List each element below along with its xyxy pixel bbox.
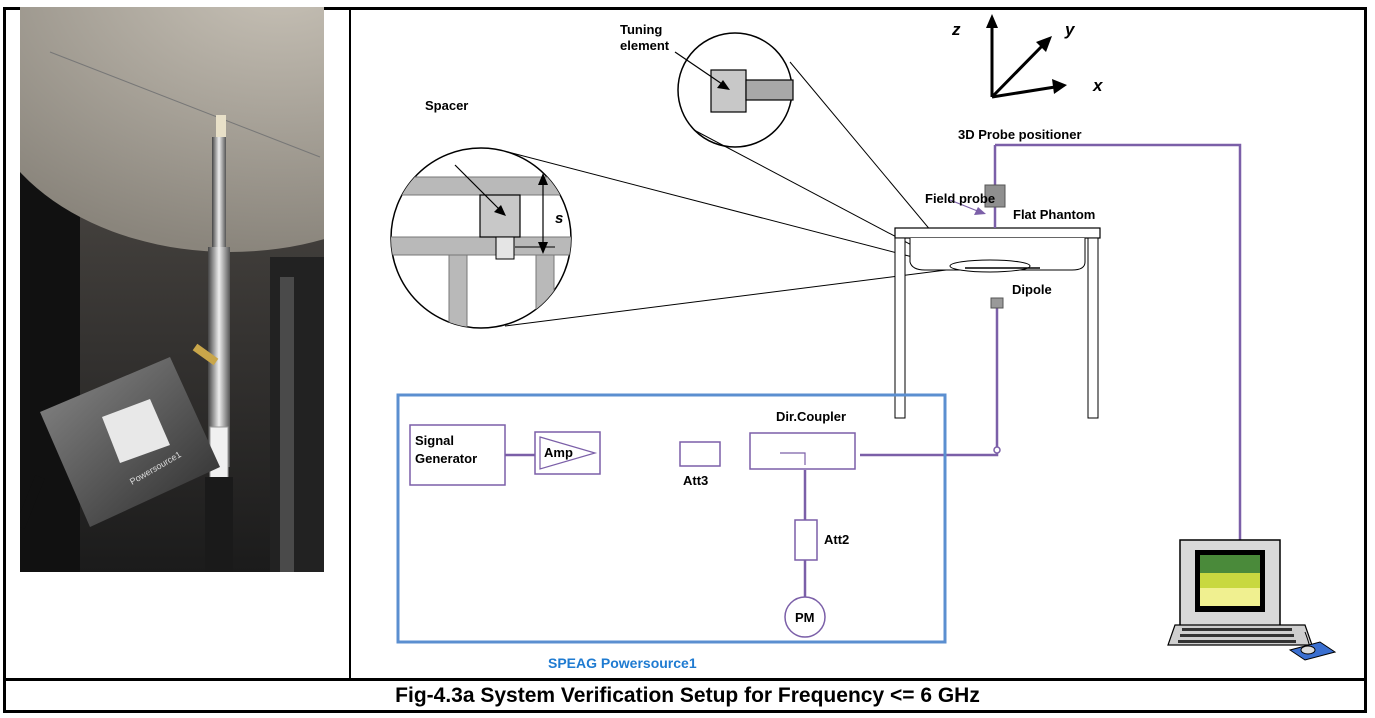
speag-powersource-label: SPEAG Powersource1	[548, 655, 697, 671]
signal-generator-label: Signal Generator	[415, 432, 477, 468]
pm-label: PM	[795, 610, 815, 625]
signal-generator-label-line2: Generator	[415, 451, 478, 466]
att2-box	[794, 519, 818, 561]
field-probe-block	[984, 184, 1006, 208]
dipole-label: Dipole	[1012, 282, 1052, 297]
flat-phantom-label: Flat Phantom	[1013, 207, 1096, 222]
power-meter	[784, 596, 826, 638]
computer-icon	[1167, 539, 1337, 661]
amp-component	[534, 431, 601, 475]
speag-powersource-box	[396, 393, 947, 644]
spacer-label: Spacer	[425, 98, 469, 113]
spacer-zoom	[390, 147, 963, 329]
figure-caption: Fig-4.3a System Verification Setup for F…	[395, 684, 980, 707]
dir-coupler-label: Dir.Coupler	[776, 409, 847, 424]
column-divider	[349, 7, 351, 680]
coordinate-axes	[986, 14, 1067, 99]
flat-phantom-table	[894, 227, 1101, 419]
field-probe-pointer	[949, 199, 981, 213]
att3-label: Att3	[683, 473, 709, 488]
x-axis-label: x	[1093, 76, 1103, 95]
att2-label: Att2	[824, 532, 850, 547]
dipole-photo-illustration: Powersource1	[20, 7, 324, 572]
tuning-element-label-line2: element	[620, 38, 670, 53]
amp-label: Amp	[544, 445, 573, 460]
att3-box	[679, 441, 721, 467]
signal-generator-label-line1: Signal	[415, 433, 455, 448]
dir-coupler	[749, 432, 856, 470]
probe-cable	[505, 143, 1242, 598]
dipole-mount	[990, 297, 1004, 309]
cable-connector	[993, 446, 1001, 454]
tuning-element-label-line1: Tuning	[620, 22, 663, 37]
tuning-element-label: Tuning element	[620, 22, 669, 54]
tuning-element-zoom	[674, 32, 963, 269]
s-dimension-label: s	[555, 210, 564, 227]
outer-border	[3, 7, 1367, 713]
y-axis-label: y	[1065, 20, 1075, 39]
z-axis-label: z	[952, 20, 961, 39]
caption-divider	[3, 678, 1367, 681]
setup-diagram	[390, 14, 1337, 661]
field-probe-label: Field probe	[925, 191, 996, 206]
signal-generator-box	[409, 424, 506, 486]
probe-positioner-label: 3D Probe positioner	[958, 127, 1082, 142]
dipole-photo: Powersource1	[20, 7, 324, 572]
